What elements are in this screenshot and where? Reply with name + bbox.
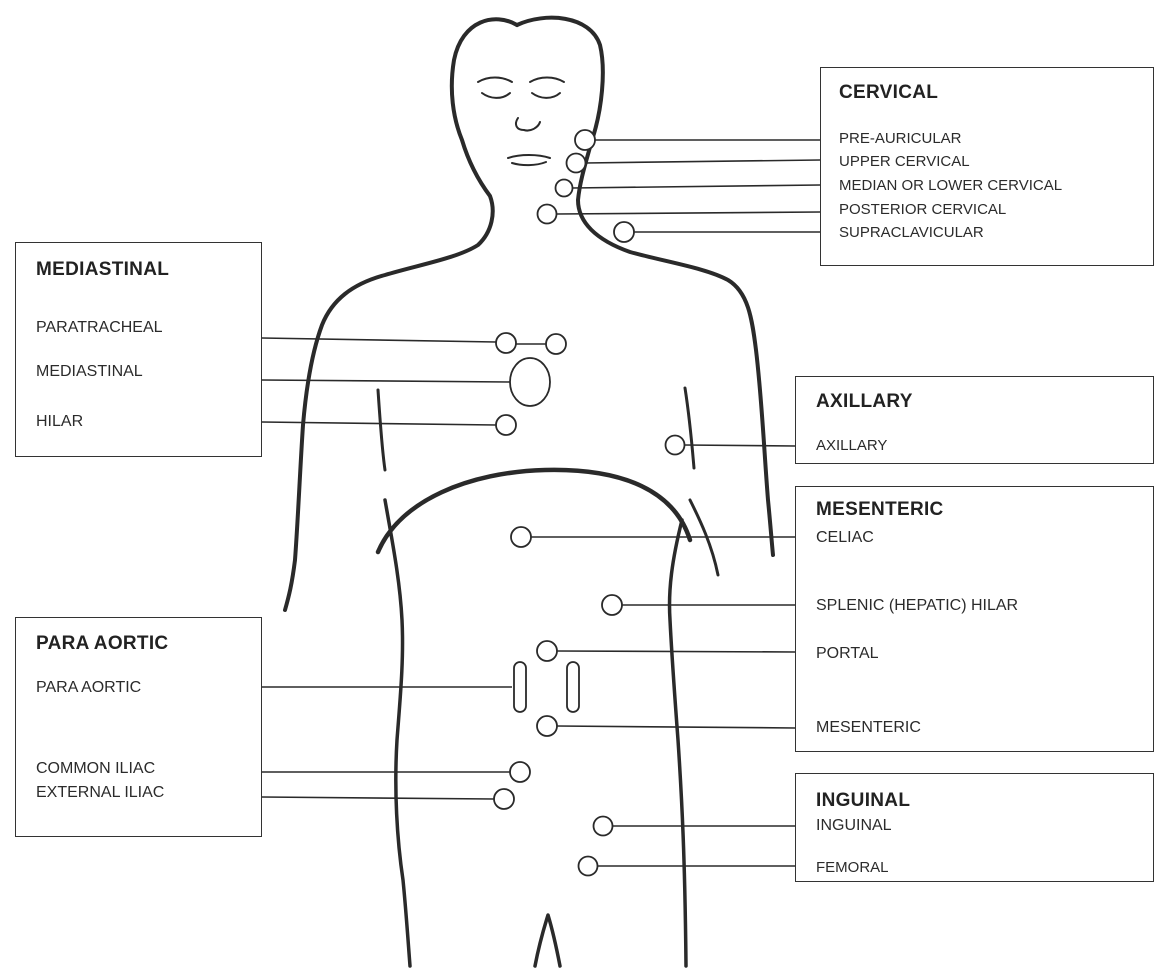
leader-mediastinal (262, 380, 510, 382)
node-posterior-cervical (538, 205, 557, 224)
mouth (508, 155, 550, 165)
label-mediastinal: MEDIASTINAL (36, 363, 143, 381)
node-mediastinal (510, 358, 550, 406)
node-inguinal (594, 817, 613, 836)
label-inguinal: INGUINAL (816, 817, 892, 835)
axillary-box: AXILLARY AXILLARY (795, 376, 1154, 464)
leader-mesenteric (557, 726, 795, 728)
mediastinal-title: MEDIASTINAL (36, 259, 169, 281)
node-pre-auricular (575, 130, 595, 150)
node-upper-cervical (567, 154, 586, 173)
node-splenic-hilar (602, 595, 622, 615)
leader-external-iliac (262, 797, 494, 799)
label-pre-auricular: PRE-AURICULAR (839, 130, 962, 147)
label-external-iliac: EXTERNAL ILIAC (36, 784, 164, 802)
mediastinal-box: MEDIASTINAL PARATRACHEAL MEDIASTINAL HIL… (15, 242, 262, 457)
node-common-iliac (510, 762, 530, 782)
node-paratracheal-right (546, 334, 566, 354)
node-hilar (496, 415, 516, 435)
leader-posterior-cervical (556, 212, 820, 214)
crotch-mark (535, 915, 560, 966)
cervical-title: CERVICAL (839, 82, 938, 104)
axillary-title: AXILLARY (816, 391, 913, 413)
label-upper-cervical: UPPER CERVICAL (839, 153, 970, 170)
brow-right (530, 78, 564, 83)
label-para-aortic: PARA AORTIC (36, 679, 141, 697)
node-mesenteric (537, 716, 557, 736)
leader-upper-cervical (585, 160, 820, 163)
body-outline-right (517, 18, 773, 555)
label-axillary: AXILLARY (816, 437, 887, 454)
node-paratracheal-left (496, 333, 516, 353)
node-para-aortic-right (567, 662, 579, 712)
node-axillary (666, 436, 685, 455)
left-arm-inner (378, 390, 385, 470)
eye-right (532, 93, 560, 98)
leader-axillary (684, 445, 795, 446)
label-median-lower-cervical: MEDIAN OR LOWER CERVICAL (839, 177, 1062, 194)
para-aortic-title: PARA AORTIC (36, 633, 168, 655)
inguinal-box: INGUINAL INGUINAL FEMORAL (795, 773, 1154, 882)
label-mesenteric: MESENTERIC (816, 719, 921, 737)
label-hilar: HILAR (36, 413, 83, 431)
node-portal (537, 641, 557, 661)
label-celiac: CELIAC (816, 529, 874, 547)
para-aortic-box: PARA AORTIC PARA AORTIC COMMON ILIAC EXT… (15, 617, 262, 837)
node-celiac (511, 527, 531, 547)
label-posterior-cervical: POSTERIOR CERVICAL (839, 201, 1006, 218)
torso-left-side (385, 500, 410, 966)
label-splenic-hepatic-hilar: SPLENIC (HEPATIC) HILAR (816, 597, 1018, 615)
mesenteric-box: MESENTERIC CELIAC SPLENIC (HEPATIC) HILA… (795, 486, 1154, 752)
torso-right-side (670, 520, 687, 966)
eye-left (482, 93, 510, 98)
node-supraclavicular (614, 222, 634, 242)
label-common-iliac: COMMON ILIAC (36, 760, 155, 778)
label-supraclavicular: SUPRACLAVICULAR (839, 224, 984, 241)
leader-portal (557, 651, 795, 652)
node-femoral (579, 857, 598, 876)
nose (516, 118, 540, 131)
label-femoral: FEMORAL (816, 859, 889, 876)
node-lower-cervical (556, 180, 573, 197)
mesenteric-title: MESENTERIC (816, 499, 944, 521)
node-external-iliac (494, 789, 514, 809)
label-paratracheal: PARATRACHEAL (36, 319, 163, 337)
leader-paratracheal (262, 338, 496, 342)
cervical-box: CERVICAL PRE-AURICULAR UPPER CERVICAL ME… (820, 67, 1154, 266)
brow-left (478, 78, 512, 83)
leader-lower-cervical (572, 185, 820, 188)
node-para-aortic-left (514, 662, 526, 712)
inguinal-title: INGUINAL (816, 790, 910, 812)
waist-curve (378, 470, 690, 552)
right-arm-inner (685, 388, 694, 468)
label-portal: PORTAL (816, 645, 879, 663)
